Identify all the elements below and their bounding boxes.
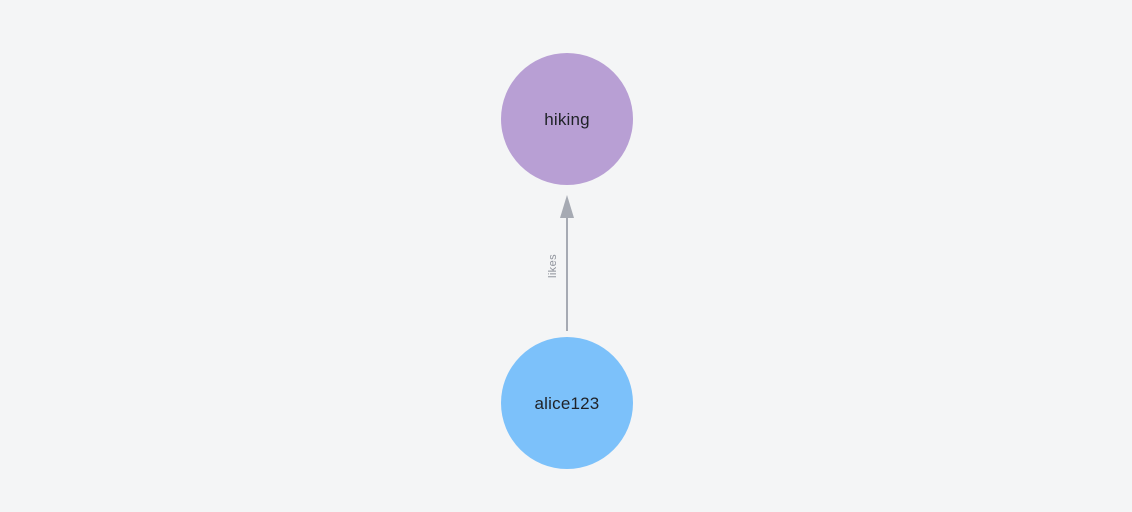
node-hiking[interactable]: hiking (501, 53, 633, 185)
node-label: hiking (544, 109, 590, 129)
node-alice123[interactable]: alice123 (501, 337, 633, 469)
edge-arrowhead (560, 195, 574, 218)
edge-label-likes: likes (547, 253, 559, 279)
node-label: alice123 (534, 393, 600, 413)
